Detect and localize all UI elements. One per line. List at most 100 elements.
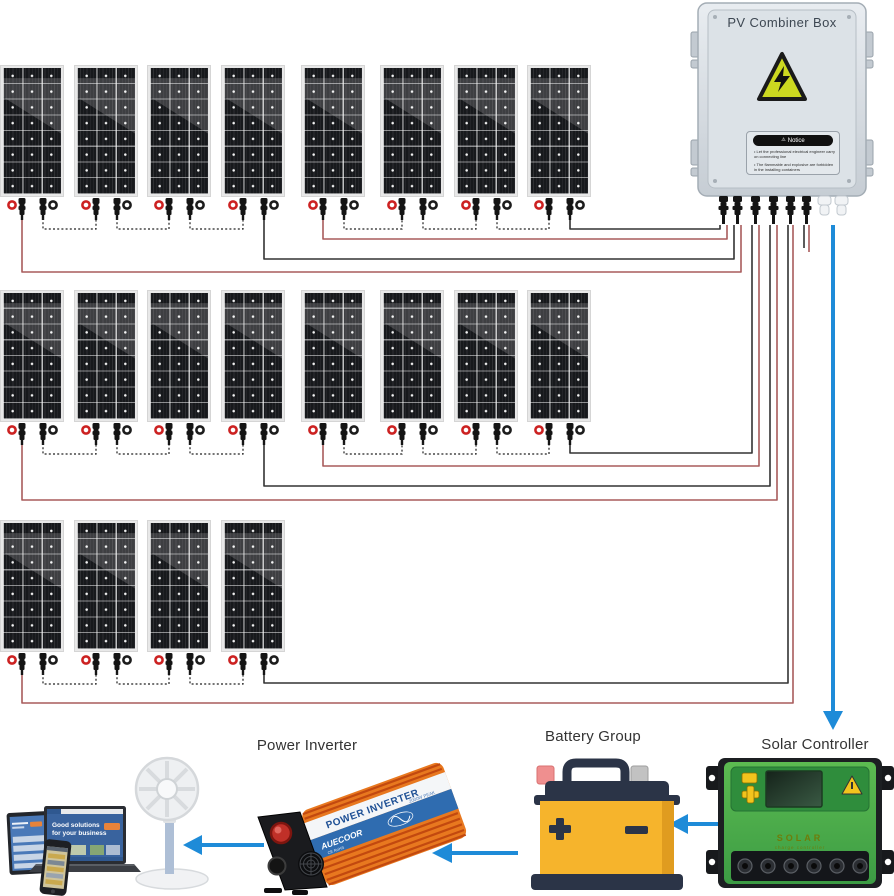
mc4-connector — [186, 423, 194, 445]
solar-panel — [222, 521, 284, 651]
laptop-screen-text2: for your business — [52, 830, 107, 837]
positive-ring-connector — [81, 655, 91, 665]
combiner-input-connectors — [718, 196, 812, 224]
solar-panel — [75, 521, 137, 651]
string-negative-wire — [263, 225, 771, 487]
negative-ring-connector — [502, 200, 512, 210]
mc4-connector — [239, 198, 247, 220]
mc4-connector — [186, 198, 194, 220]
mc4-connector — [239, 423, 247, 445]
positive-ring-connector — [7, 655, 17, 665]
inverter-feet — [264, 888, 308, 895]
flow-arrow-left-icon — [183, 835, 202, 855]
mc4-connector — [545, 423, 553, 445]
mc4-connector — [113, 653, 121, 675]
mc4-connector — [18, 653, 26, 675]
mc4-connector — [545, 198, 553, 220]
inverter-blue-band — [310, 788, 459, 860]
solar-panel — [75, 291, 137, 421]
mc4-connector — [566, 423, 574, 445]
positive-ring-connector — [387, 425, 397, 435]
solar-panel — [75, 66, 137, 196]
warning-triangle-icon — [757, 52, 807, 101]
negative-ring-connector — [48, 655, 58, 665]
controller-brand: SOLAR — [777, 833, 824, 843]
positive-ring-connector — [154, 425, 164, 435]
solar-panel — [381, 66, 443, 196]
series-jumper-wire — [116, 443, 170, 455]
positive-ring-connector — [154, 200, 164, 210]
mc4-connector — [260, 653, 268, 675]
controller-subtitle: charge controller — [775, 845, 826, 850]
mc4-connector — [260, 198, 268, 220]
cable-gland — [817, 195, 849, 216]
lid-screw — [713, 15, 851, 183]
solar-panel — [148, 66, 210, 196]
controller-menu-button — [741, 772, 758, 784]
inverter-fan-grille — [298, 851, 324, 877]
solar-panel — [302, 66, 364, 196]
series-jumper-wire — [422, 218, 477, 230]
mc4-connector — [419, 423, 427, 445]
mc4-connector — [113, 423, 121, 445]
string-negative-wire — [263, 214, 735, 260]
mc4-connector — [319, 423, 327, 445]
solar-panel — [148, 521, 210, 651]
positive-ring-connector — [7, 425, 17, 435]
positive-ring-connector — [461, 200, 471, 210]
positive-ring-connector — [81, 200, 91, 210]
mc4-connector — [186, 653, 194, 675]
mc4-connector — [319, 198, 327, 220]
series-jumper-wire — [42, 673, 97, 685]
solar-panel — [455, 291, 517, 421]
mc4-connector — [239, 653, 247, 675]
tablet — [6, 811, 52, 875]
battery-minus-symbol — [625, 826, 648, 834]
battery-bottom-bar — [531, 874, 683, 890]
positive-ring-connector — [154, 655, 164, 665]
series-jumper-wire — [343, 443, 403, 455]
mc4-connector — [39, 198, 47, 220]
solar-panel — [302, 291, 364, 421]
series-jumper-wire — [343, 218, 403, 230]
series-jumper-wire — [189, 443, 244, 455]
series-jumper-wire — [42, 218, 97, 230]
mc4-connector — [472, 198, 480, 220]
string-negative-wire — [569, 225, 753, 454]
string-negative-wire — [569, 214, 721, 230]
positive-ring-connector — [534, 425, 544, 435]
series-jumper-wire — [422, 443, 477, 455]
string-positive-wire — [21, 214, 742, 273]
negative-ring-connector — [122, 425, 132, 435]
positive-ring-connector — [534, 200, 544, 210]
flow-arrow-down-icon — [823, 711, 843, 730]
positive-ring-connector — [81, 425, 91, 435]
series-jumper-wire — [189, 218, 244, 230]
string-positive-wire — [21, 225, 794, 704]
negative-ring-connector — [269, 200, 279, 210]
series-jumper-wire — [496, 218, 550, 230]
flow-arrow-left-icon — [432, 843, 452, 863]
mc4-connector — [340, 198, 348, 220]
controller-nav-button — [741, 785, 760, 804]
battery-body-shade — [662, 801, 674, 877]
negative-ring-connector — [195, 200, 205, 210]
positive-ring-connector — [228, 655, 238, 665]
solar-panel — [148, 291, 210, 421]
sine-wave-icon — [387, 811, 414, 827]
notice-title: ⚠Notice — [753, 135, 833, 146]
mc4-connector — [398, 198, 406, 220]
notice-line: Let the professional electrical engineer… — [754, 149, 836, 160]
positive-ring-connector — [228, 425, 238, 435]
string-positive-wire — [21, 225, 778, 501]
inverter-cert: CE RoHS — [327, 845, 345, 856]
mc4-connector — [419, 198, 427, 220]
mc4-connector — [92, 423, 100, 445]
smartphone — [39, 839, 72, 896]
pedestal-fan — [134, 756, 209, 890]
negative-ring-connector — [195, 425, 205, 435]
